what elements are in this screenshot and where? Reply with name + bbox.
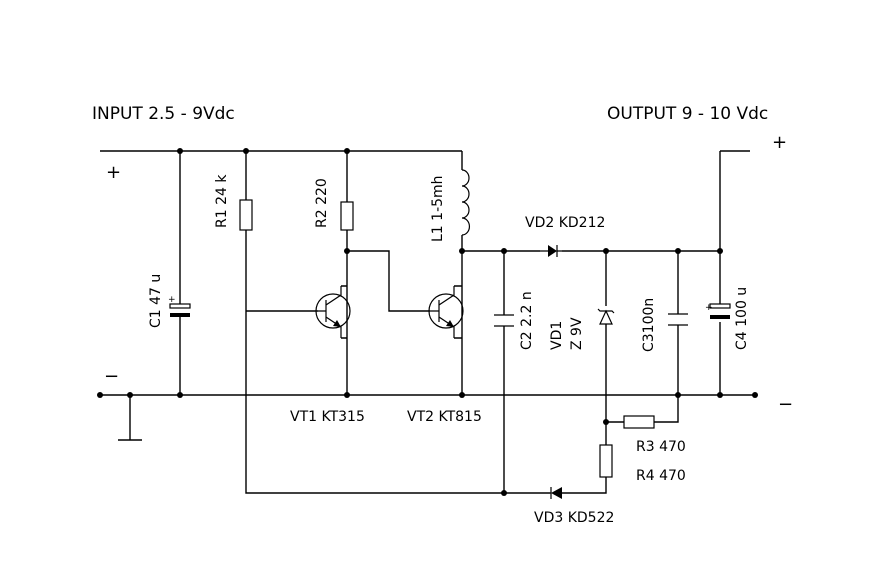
r3-label: R3 470	[636, 439, 686, 455]
capacitor-c4	[709, 303, 731, 319]
diode-vd3	[550, 487, 562, 499]
c1-polarity-sign: +	[168, 295, 176, 305]
junction-dots	[97, 148, 758, 496]
l1-label: L1 1-5mh	[430, 175, 446, 242]
transistor-vt2	[428, 285, 464, 339]
transistor-vt1	[315, 285, 351, 339]
output-minus-sign: −	[778, 394, 793, 415]
r4-label: R4 470	[636, 468, 686, 484]
vt2-label: VT2 KT815	[407, 409, 482, 425]
vd1-label-line2: Z 9V	[569, 317, 585, 350]
resistor-r4	[599, 444, 613, 478]
capacitor-c1	[169, 303, 191, 317]
input-label: INPUT 2.5 - 9Vdc	[92, 104, 235, 124]
c4-polarity-sign: +	[705, 303, 713, 313]
capacitor-c2	[494, 314, 514, 327]
capacitor-c3	[668, 313, 688, 326]
vt1-label: VT1 KT315	[290, 409, 365, 425]
vd3-label: VD3 KD522	[534, 510, 614, 526]
vd2-label: VD2 KD212	[525, 215, 605, 231]
inductor-l1	[461, 169, 470, 236]
input-minus-sign: −	[104, 366, 119, 387]
r1-label: R1 24 k	[214, 174, 230, 228]
output-label: OUTPUT 9 - 10 Vdc	[607, 104, 768, 124]
c3-label: C3100n	[641, 298, 657, 352]
c1-label: C1 47 u	[148, 274, 164, 328]
vd1-label-line1: VD1	[549, 321, 565, 350]
diode-vd1	[597, 308, 615, 325]
resistor-r2	[340, 201, 354, 231]
resistor-r3	[623, 415, 655, 429]
resistor-r1	[239, 199, 253, 231]
c2-label: C2 2.2 n	[519, 291, 535, 350]
output-plus-sign: +	[772, 132, 787, 153]
c4-label: C4 100 u	[734, 287, 750, 350]
input-plus-sign: +	[106, 162, 121, 183]
r2-label: R2 220	[314, 178, 330, 228]
diode-vd2	[540, 245, 562, 257]
